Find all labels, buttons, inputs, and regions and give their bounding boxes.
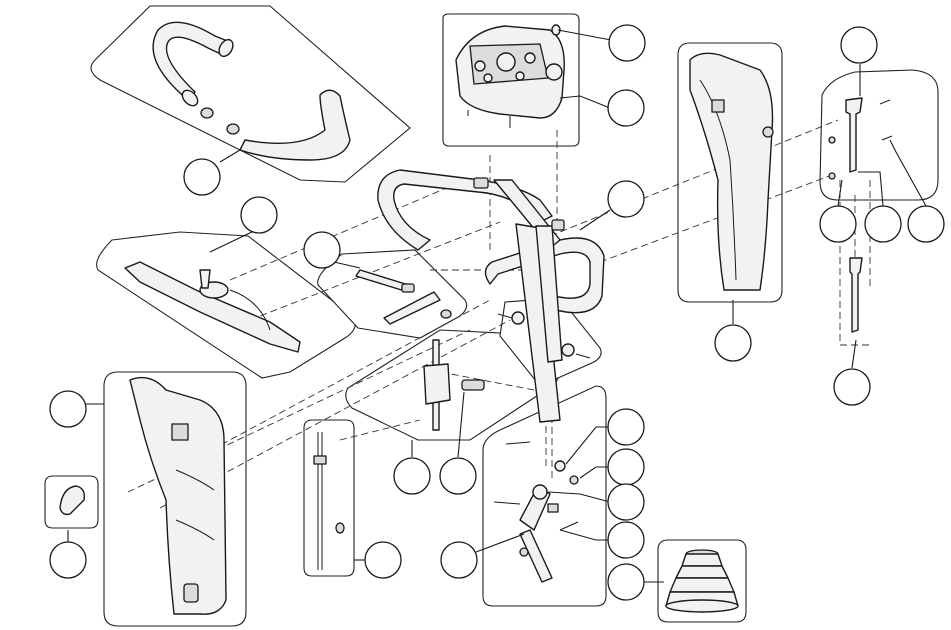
- bolt-kit: [355, 269, 452, 325]
- callout-circle-3: [840, 26, 878, 64]
- rubber-boot: [665, 549, 739, 613]
- leader-lines: [67, 29, 927, 583]
- callout-circle-12: [833, 368, 871, 406]
- callout-circle-7: [303, 231, 341, 269]
- callout-circle-18: [607, 483, 645, 521]
- callout-circle-4: [607, 180, 645, 218]
- callout-circle-5: [183, 158, 221, 196]
- panel-handlebar-grips: [90, 5, 411, 183]
- callout-circle-17: [439, 457, 477, 495]
- panel-brackets: [819, 69, 939, 201]
- callout-circle-23: [607, 563, 645, 601]
- left-side-cover: [129, 376, 227, 615]
- lever-assembly: [124, 261, 301, 353]
- callout-circle-22: [440, 541, 478, 579]
- callout-circle-6: [240, 196, 278, 234]
- callout-circle-9: [864, 205, 902, 243]
- control-box-housing: [455, 24, 565, 128]
- callout-circle-8: [819, 205, 857, 243]
- right-side-cover: [689, 52, 774, 291]
- callout-circle-20: [49, 541, 87, 579]
- knob-cap: [59, 485, 86, 516]
- linkage-arm: [493, 441, 579, 583]
- handlebar-grip-tubes: [152, 21, 351, 161]
- callout-circle-16: [393, 457, 431, 495]
- shaft-assembly: [423, 339, 485, 431]
- callout-circle-2: [607, 89, 645, 127]
- handlebar-frame: [377, 169, 605, 423]
- callout-circle-13: [49, 390, 87, 428]
- callout-circle-10: [907, 205, 945, 243]
- callout-circle-19: [607, 521, 645, 559]
- callout-circle-15: [607, 448, 645, 486]
- cable-rod: [313, 432, 345, 570]
- callout-circles: [49, 24, 945, 601]
- hardware-washers: [497, 311, 591, 359]
- panel-cable-rod: [303, 419, 355, 577]
- callout-circle-1: [608, 24, 646, 62]
- callout-circle-11: [714, 324, 752, 362]
- mounting-brackets: [828, 97, 893, 333]
- callout-circle-21: [364, 541, 402, 579]
- callout-circle-14: [607, 408, 645, 446]
